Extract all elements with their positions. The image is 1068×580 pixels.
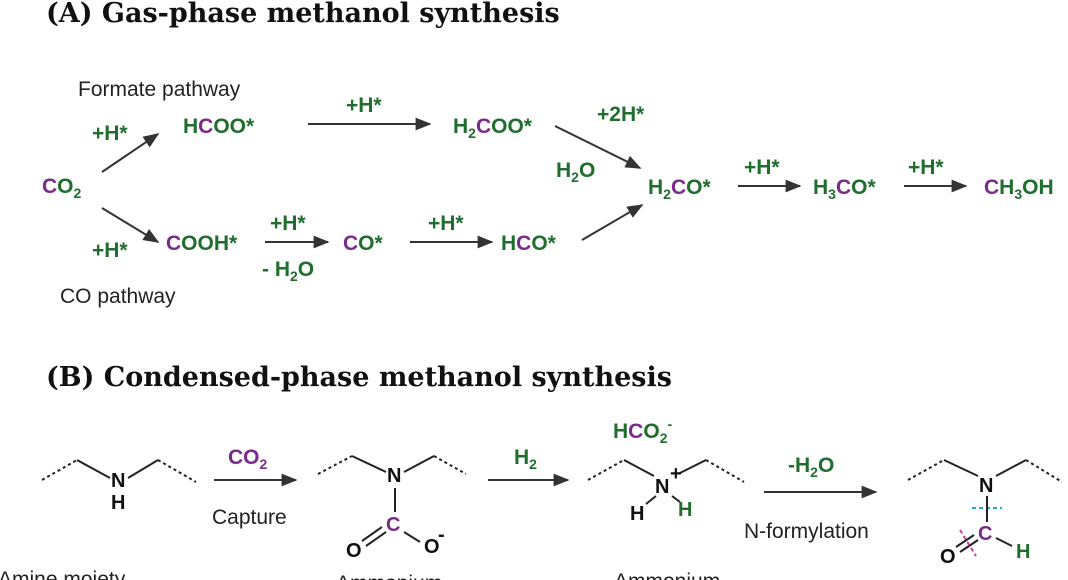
label-add-h-2: +H* bbox=[346, 94, 382, 117]
carbamate-structure: N C O O - bbox=[317, 455, 467, 562]
svg-text:O: O bbox=[346, 540, 362, 562]
arrow-co2-to-cooh bbox=[101, 207, 160, 243]
label-add-h-7: +H* bbox=[908, 156, 944, 179]
svg-text:N: N bbox=[387, 465, 401, 487]
water-byproduct: H2O bbox=[556, 159, 595, 185]
arrow-h2coo-to-h2co bbox=[554, 125, 642, 169]
svg-text:N: N bbox=[111, 470, 125, 492]
hco-intermediate: HCO* bbox=[501, 232, 557, 255]
label-add-h-5: +H* bbox=[428, 212, 464, 235]
h2co-intermediate: H2CO* bbox=[648, 176, 711, 202]
label-add-h-3: +H* bbox=[92, 239, 128, 262]
svg-text:H: H bbox=[678, 499, 692, 521]
label-add-h-4: +H* bbox=[270, 212, 306, 235]
capture-label: Capture bbox=[212, 506, 287, 529]
hcoo-intermediate: HCOO* bbox=[183, 115, 255, 138]
h3co-intermediate: H3CO* bbox=[813, 176, 876, 202]
svg-text:C: C bbox=[386, 514, 400, 536]
panel-b-title: (B) Condensed-phase methanol synthesis bbox=[46, 362, 672, 393]
methanol-product: CH3OH bbox=[984, 176, 1054, 202]
panel-a-title: (A) Gas-phase methanol synthesis bbox=[46, 0, 560, 29]
label-add-h-6: +H* bbox=[744, 156, 780, 179]
ammonium-label-2: Ammonium bbox=[614, 570, 720, 580]
co2-reactant: CO2 bbox=[42, 175, 82, 201]
formate-anion: HCO2- bbox=[613, 416, 672, 446]
ammonium-label-1: Ammonium bbox=[336, 572, 442, 580]
co-pathway-label: CO pathway bbox=[60, 285, 176, 308]
svg-text:+: + bbox=[670, 463, 682, 485]
arrow-hco-to-h2co bbox=[581, 204, 644, 241]
h2-reagent: H2 bbox=[514, 446, 537, 472]
label-minus-water: - H2O bbox=[262, 258, 314, 284]
svg-text:O: O bbox=[940, 546, 956, 568]
co2-reagent: CO2 bbox=[228, 446, 268, 472]
amine-moiety-label: Amine moiety bbox=[0, 568, 126, 580]
amine-structure: N H bbox=[41, 459, 197, 514]
svg-text:C: C bbox=[978, 523, 992, 545]
svg-text:H: H bbox=[111, 492, 125, 514]
svg-text:-: - bbox=[438, 524, 445, 546]
formamide-structure: N C O H bbox=[907, 459, 1063, 568]
co-intermediate: CO* bbox=[343, 232, 384, 255]
h2coo-intermediate: H2COO* bbox=[453, 115, 533, 141]
svg-text:H: H bbox=[630, 503, 644, 525]
ammonium-formate-structure: HCO2- N + H H bbox=[587, 416, 745, 525]
svg-text:N: N bbox=[979, 475, 993, 497]
cooh-intermediate: COOH* bbox=[166, 232, 238, 255]
formate-pathway-label: Formate pathway bbox=[78, 78, 241, 101]
minus-water-b: -H2O bbox=[788, 454, 834, 480]
svg-text:O: O bbox=[424, 536, 440, 558]
arrow-co2-to-hcoo bbox=[101, 133, 160, 173]
svg-text:N: N bbox=[655, 476, 669, 498]
label-add-h-1: +H* bbox=[92, 122, 128, 145]
label-add-2h: +2H* bbox=[597, 103, 645, 126]
svg-text:H: H bbox=[1016, 541, 1030, 563]
n-formylation-label: N-formylation bbox=[744, 520, 869, 543]
